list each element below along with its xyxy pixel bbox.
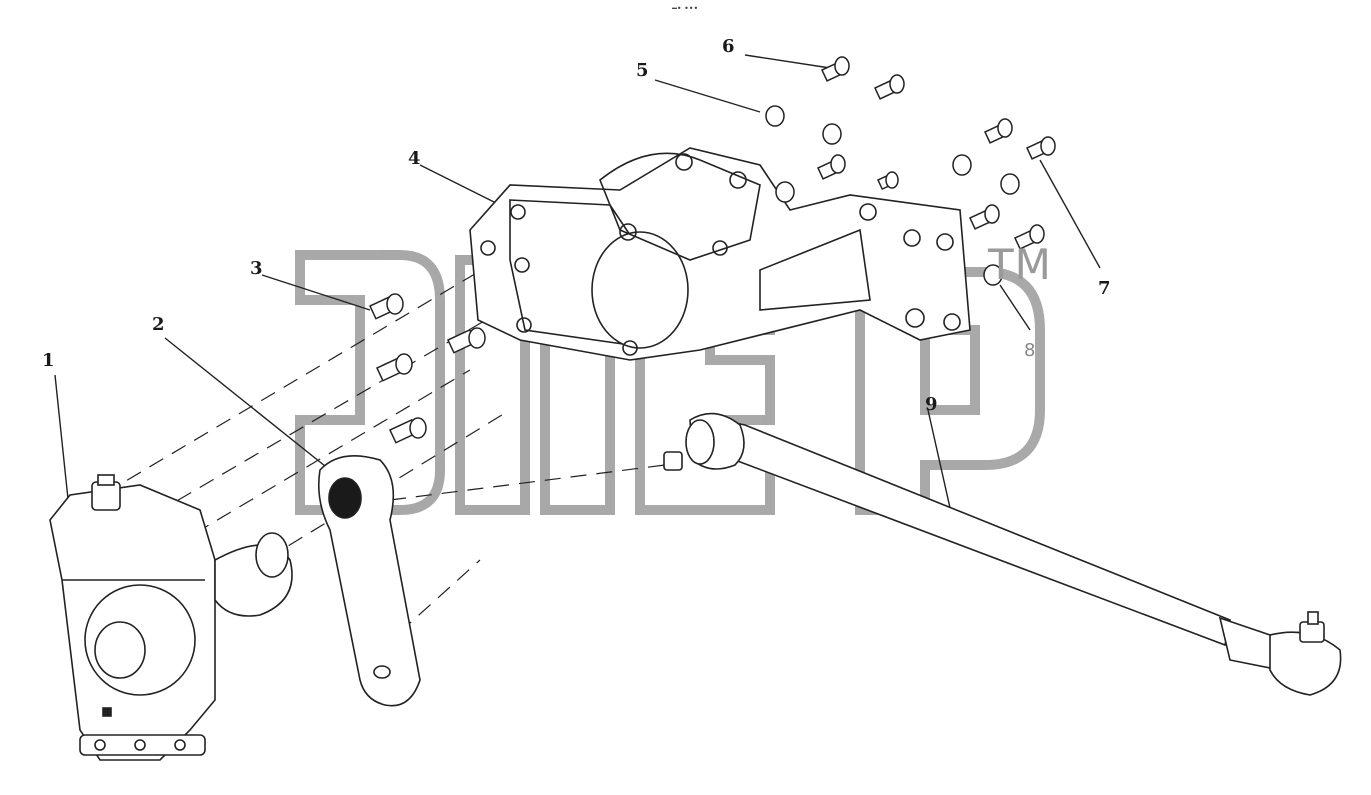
label-part-8: 8 (1024, 340, 1036, 361)
label-part-2: 2 (152, 314, 165, 335)
steering-gear-box (49, 474, 293, 761)
bolt-7c (969, 204, 1000, 230)
bolt-6a (821, 56, 850, 82)
bolt-7a (984, 118, 1013, 144)
bolt-6b (874, 74, 905, 100)
drag-link (663, 412, 1342, 696)
bolt-7d (1014, 224, 1045, 250)
bolt-3c (447, 327, 486, 354)
label-part-1: 1 (42, 350, 55, 371)
bolt-3b (376, 353, 413, 382)
bolts (369, 56, 1056, 444)
label-part-6: 6 (722, 36, 735, 57)
bolt-6c (817, 154, 846, 180)
watermark-trademark: TM (988, 240, 1052, 289)
label-part-9: 9 (925, 394, 938, 415)
nuts (765, 105, 1020, 286)
bolt-3a (369, 293, 404, 320)
label-part-7: 7 (1098, 278, 1111, 299)
label-part-4: 4 (408, 148, 421, 169)
pitman-arm (317, 454, 421, 707)
label-part-3: 3 (250, 258, 263, 279)
bolt-7e (877, 171, 899, 191)
label-part-5: 5 (636, 60, 649, 81)
mounting-bracket (469, 147, 971, 361)
bolt-3d (389, 417, 427, 444)
bolt-7b (1026, 136, 1056, 160)
header-marker: ━• ••• (672, 4, 699, 13)
